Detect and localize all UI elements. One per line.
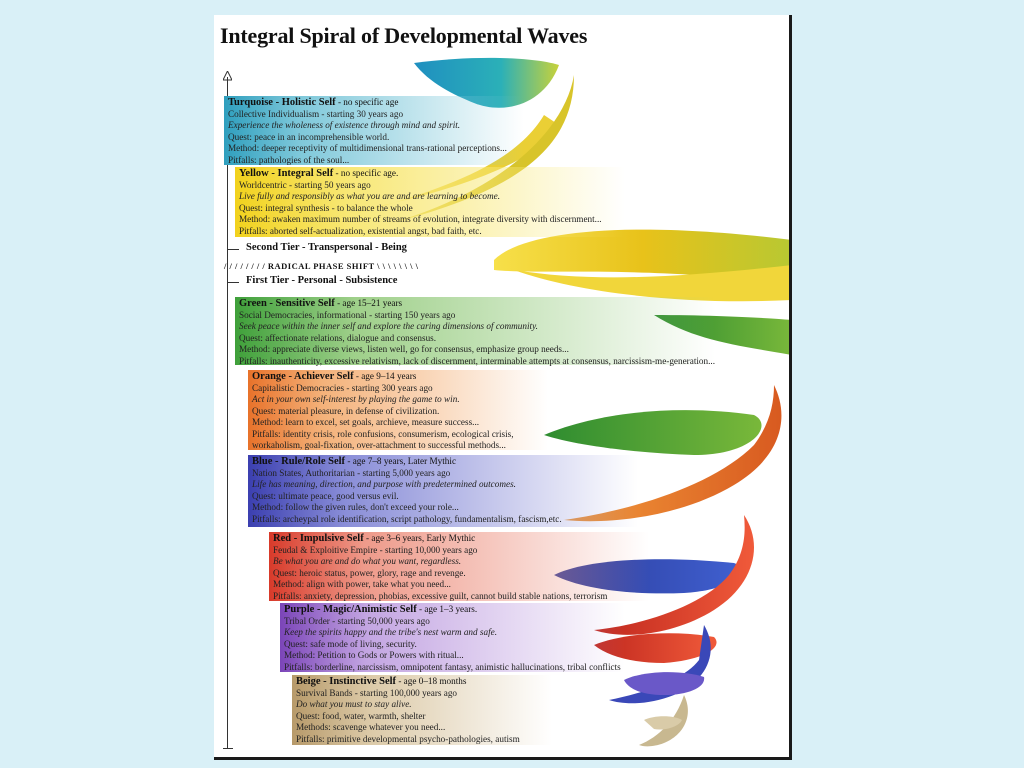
level-motto: Experience the wholeness of existence th…	[228, 120, 461, 130]
level-quest: Quest: ultimate peace, good versus evil.	[252, 490, 399, 501]
level-motto: Keep the spirits happy and the tribe's n…	[284, 627, 498, 637]
level-red-panel: Red - Impulsive Self - age 3–6 years, Ea…	[269, 532, 649, 601]
level-quest: Quest: affectionate relations, dialogue …	[239, 332, 437, 343]
level-pitfalls: Pitfalls: identity crisis, role confusio…	[252, 428, 514, 439]
level-era: Collective Individualism - starting 30 y…	[228, 108, 404, 119]
level-era: Worldcentric - starting 50 years ago	[239, 179, 371, 190]
level-title: Yellow - Integral Self - no specific age…	[239, 168, 399, 179]
level-pitfalls: Pitfalls: pathologies of the soul...	[228, 154, 350, 165]
level-pitfalls: Pitfalls: aborted self-actualization, ex…	[239, 225, 482, 236]
level-motto: Seek peace within the inner self and exp…	[239, 321, 538, 331]
page-title: Integral Spiral of Developmental Waves	[220, 23, 588, 48]
level-quest: Quest: peace in an incomprehensible worl…	[228, 131, 390, 142]
level-quest: Quest: heroic status, power, glory, rage…	[273, 567, 466, 578]
radical-phase-shift-label: / / / / / / / / RADICAL PHASE SHIFT \ \ …	[224, 261, 419, 271]
level-method: Method: awaken maximum number of streams…	[239, 214, 602, 224]
level-title: Green - Sensitive Self - age 15–21 years	[239, 298, 403, 309]
level-method: Method: follow the given rules, don't ex…	[252, 502, 459, 512]
first-tier-label: First Tier - Personal - Subsistence	[246, 275, 398, 286]
level-method: Method: deeper receptivity of multidimen…	[228, 143, 507, 153]
level-motto: Life has meaning, direction, and purpose…	[252, 479, 516, 489]
level-era: Capitalistic Democracies - starting 300 …	[252, 382, 433, 393]
arrow-up-icon	[223, 71, 232, 81]
level-motto: Act in your own self-interest by playing…	[252, 394, 460, 404]
level-quest: Quest: material pleasure, in defense of …	[252, 405, 440, 416]
level-quest: Quest: integral synthesis - to balance t…	[239, 202, 413, 213]
diagram-page: Integral Spiral of Developmental Waves T…	[214, 15, 792, 760]
level-turquoise-panel: Turquoise - Holistic Self - no specific …	[224, 96, 524, 165]
level-motto: Live fully and responsibly as what you a…	[239, 191, 501, 201]
development-axis-line	[227, 77, 228, 749]
level-title: Purple - Magic/Animistic Self - age 1–3 …	[284, 604, 478, 615]
level-beige-panel: Beige - Instinctive Self - age 0–18 mont…	[292, 675, 552, 745]
level-method: Method: Petition to Gods or Powers with …	[284, 650, 464, 660]
level-method: Methods: scavenge whatever you need...	[296, 722, 446, 732]
level-title: Orange - Achiever Self - age 9–14 years	[252, 371, 417, 382]
level-title: Turquoise - Holistic Self - no specific …	[228, 97, 399, 108]
level-title: Beige - Instinctive Self - age 0–18 mont…	[296, 676, 467, 687]
level-title: Red - Impulsive Self - age 3–6 years, Ea…	[273, 533, 476, 544]
level-method: Method: appreciate diverse views, listen…	[239, 344, 569, 354]
axis-base-line	[223, 748, 233, 749]
first-tier-tick	[227, 282, 239, 283]
level-era: Nation States, Authoritarian - starting …	[252, 467, 451, 478]
level-pitfalls-cont: workaholism, goal-fixation, over-attachm…	[252, 440, 506, 450]
level-pitfalls: Pitfalls: primitive developmental psycho…	[296, 733, 520, 744]
level-quest: Quest: safe mode of living, security.	[284, 638, 417, 649]
level-quest: Quest: food, water, warmth, shelter	[296, 710, 426, 721]
level-pitfalls: Pitfalls: inauthenticity, excessive rela…	[239, 355, 715, 366]
level-title: Blue - Rule/Role Self - age 7–8 years, L…	[252, 456, 457, 467]
level-green-panel: Green - Sensitive Self - age 15–21 years…	[235, 297, 715, 366]
level-purple-panel: Purple - Magic/Animistic Self - age 1–3 …	[280, 603, 625, 672]
second-tier-label: Second Tier - Transpersonal - Being	[246, 242, 407, 253]
level-yellow-panel: Yellow - Integral Self - no specific age…	[235, 167, 625, 237]
level-era: Social Democracies, informational - star…	[239, 309, 456, 320]
second-tier-tick	[227, 249, 239, 250]
level-motto: Do what you must to stay alive.	[296, 699, 412, 709]
level-pitfalls: Pitfalls: borderline, narcissism, omnipo…	[284, 661, 621, 672]
level-blue-panel: Blue - Rule/Role Self - age 7–8 years, L…	[248, 455, 638, 527]
level-pitfalls: Pitfalls: archeypal role identification,…	[252, 513, 562, 524]
level-method: Method: learn to excel, set goals, archi…	[252, 417, 480, 427]
level-era: Survival Bands - starting 100,000 years …	[296, 687, 458, 698]
level-pitfalls: Pitfalls: anxiety, depression, phobias, …	[273, 590, 608, 601]
level-method: Method: align with power, take what you …	[273, 579, 451, 589]
level-orange-panel: Orange - Achiever Self - age 9–14 years …	[248, 370, 548, 450]
level-era: Tribal Order - starting 50,000 years ago	[284, 615, 430, 626]
level-motto: Be what you are and do what you want, re…	[273, 556, 462, 566]
level-era: Feudal & Exploitive Empire - starting 10…	[273, 544, 478, 555]
